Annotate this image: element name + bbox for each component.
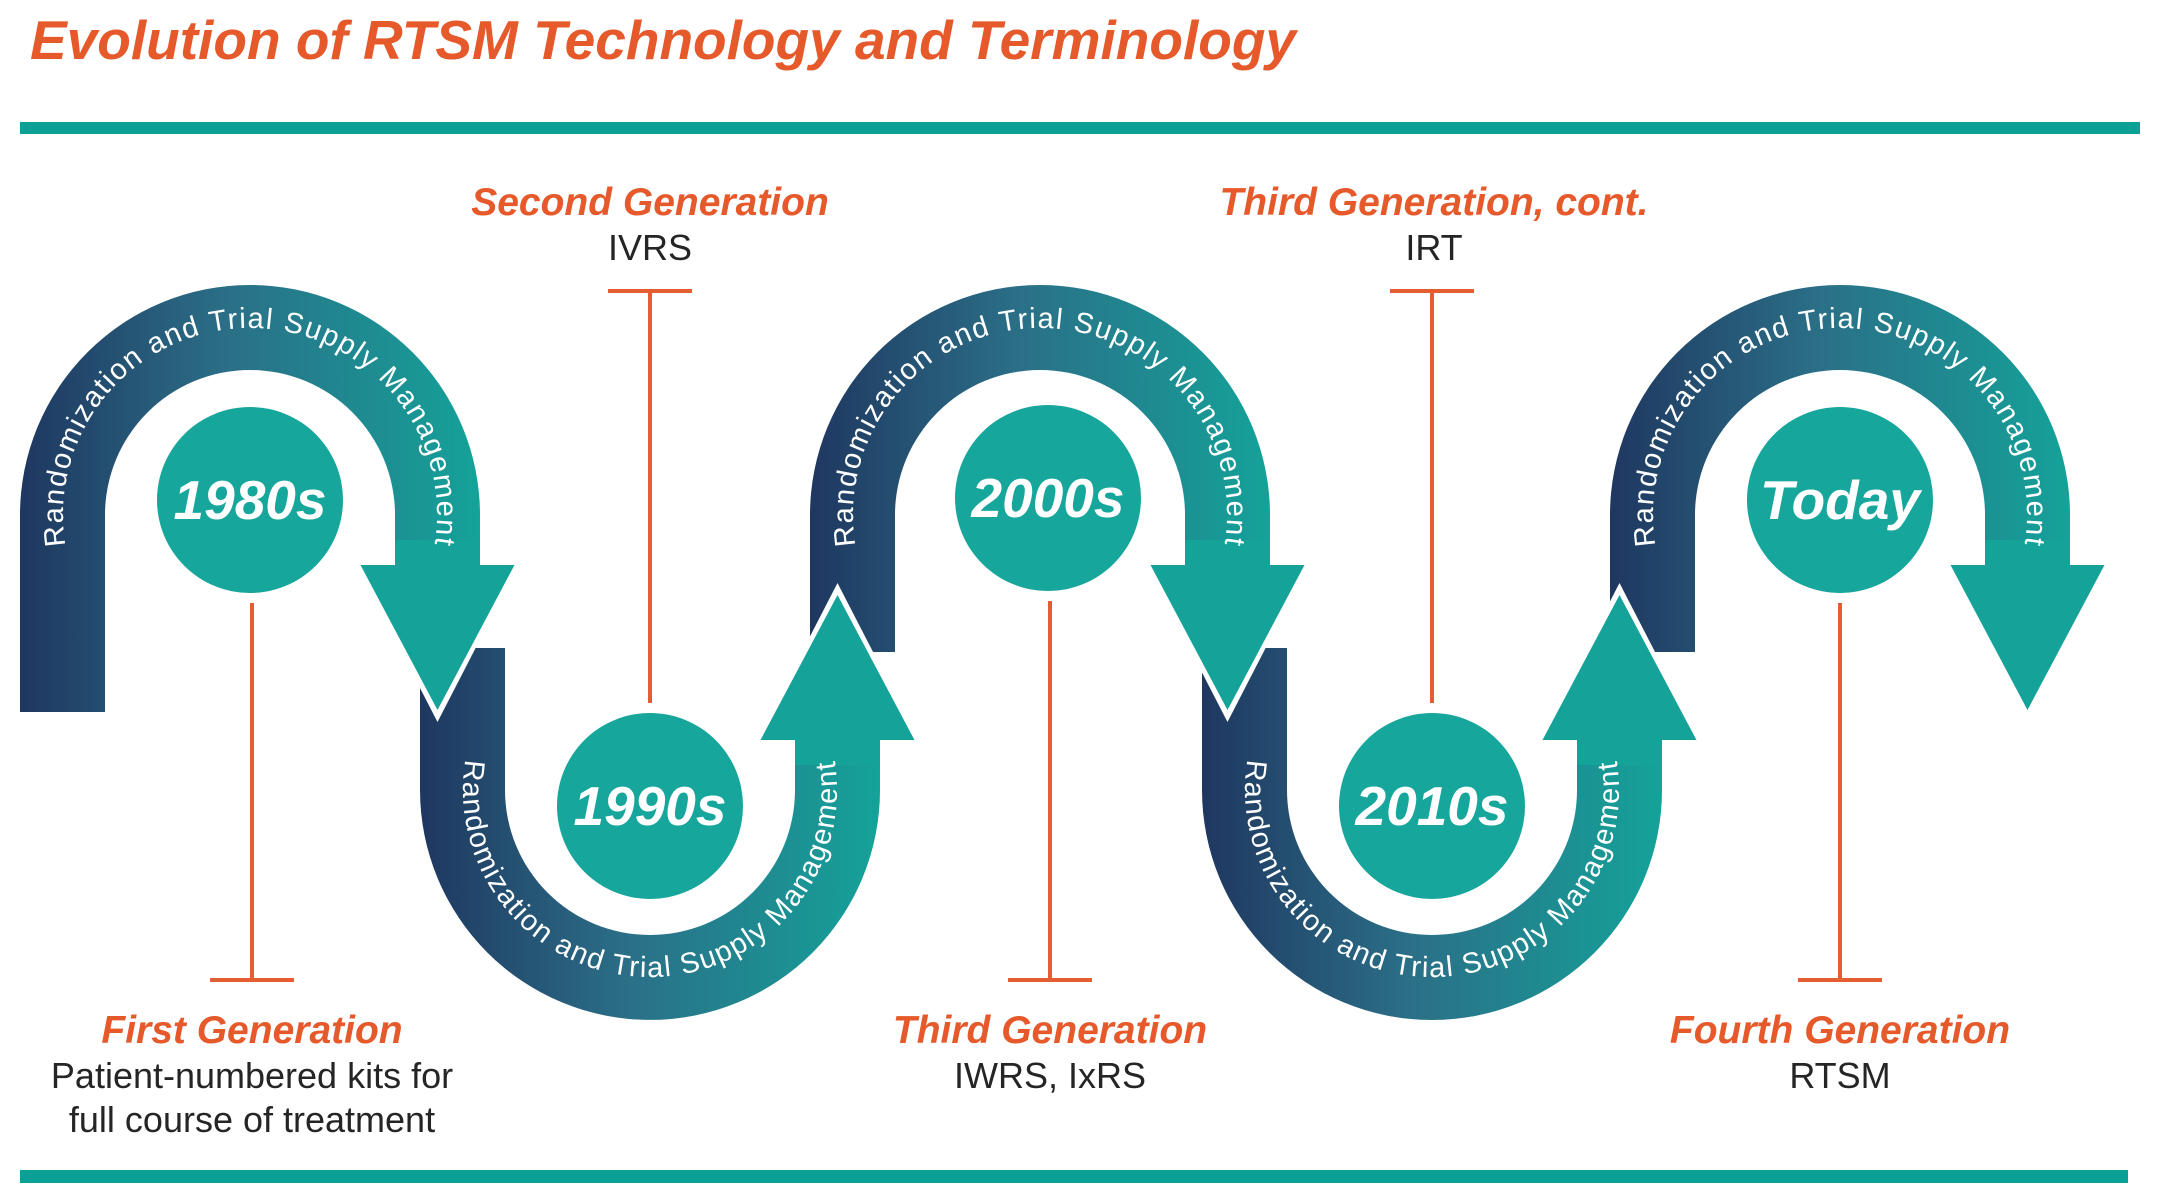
callout-line-second-gen [648,289,652,703]
generation-label-second: Second Generation IVRS [471,180,829,270]
era-label-2010s: 2010s [1355,775,1509,837]
generation-title: Third Generation [892,1009,1208,1052]
arrow-up-icon-2 [1542,595,1697,765]
arrow-down-icon-1 [360,540,515,710]
callout-line-third-gen [1048,601,1052,980]
ribbon-arch-2000s [810,285,1270,652]
top-divider [20,122,2140,134]
era-circle-2000s [955,405,1141,591]
generation-label-third-cont: Third Generation, cont. IRT [1219,180,1648,270]
callout-line-third-cont [1430,289,1434,703]
callout-bar-first-gen [210,978,294,982]
generation-detail-line: RTSM [1789,1055,1891,1096]
ribbon-arch-1980s [20,285,480,712]
era-circle-today [1747,407,1933,593]
ribbon-arch-today [1610,285,2070,652]
generation-title: First Generation [101,1009,403,1052]
era-label-1990s: 1990s [574,775,727,837]
era-label-today: Today [1760,469,1922,531]
ribbon-valley-1990s [420,648,880,1020]
era-circle-1990s [557,713,743,899]
arrow-down-icon-2 [1150,540,1305,710]
callout-bar-fourth-gen [1798,978,1882,982]
page-title: Evolution of RTSM Technology and Termino… [30,9,1297,71]
era-circle-2010s [1339,713,1525,899]
bottom-divider [20,1170,2128,1183]
generation-title: Fourth Generation [1669,1009,2011,1052]
callout-bar-third-gen [1008,978,1092,982]
era-label-2000s: 2000s [971,467,1125,529]
arrow-down-icon-3 [1950,540,2105,710]
generation-detail-line: full course of treatment [68,1099,436,1140]
generation-detail-line: IVRS [607,227,693,268]
callout-line-first-gen [250,603,254,980]
generation-title: Second Generation [471,181,829,224]
generation-detail-line: IRT [1405,227,1463,268]
generation-detail-line: IWRS, IxRS [953,1055,1147,1096]
ribbon-valley-2010s [1202,648,1662,1020]
generation-title: Third Generation, cont. [1219,181,1649,224]
era-circle-1980s [157,407,343,593]
callout-line-fourth-gen [1838,603,1842,980]
generation-detail-line: Patient-numbered kits for [50,1055,454,1096]
arrow-up-icon-1 [760,595,915,765]
generation-label-first: First Generation Patient-numbered kits f… [51,1008,453,1142]
generation-label-third: Third Generation IWRS, IxRS [893,1008,1207,1098]
generation-label-fourth: Fourth Generation RTSM [1670,1008,2010,1098]
era-label-1980s: 1980s [174,469,327,531]
